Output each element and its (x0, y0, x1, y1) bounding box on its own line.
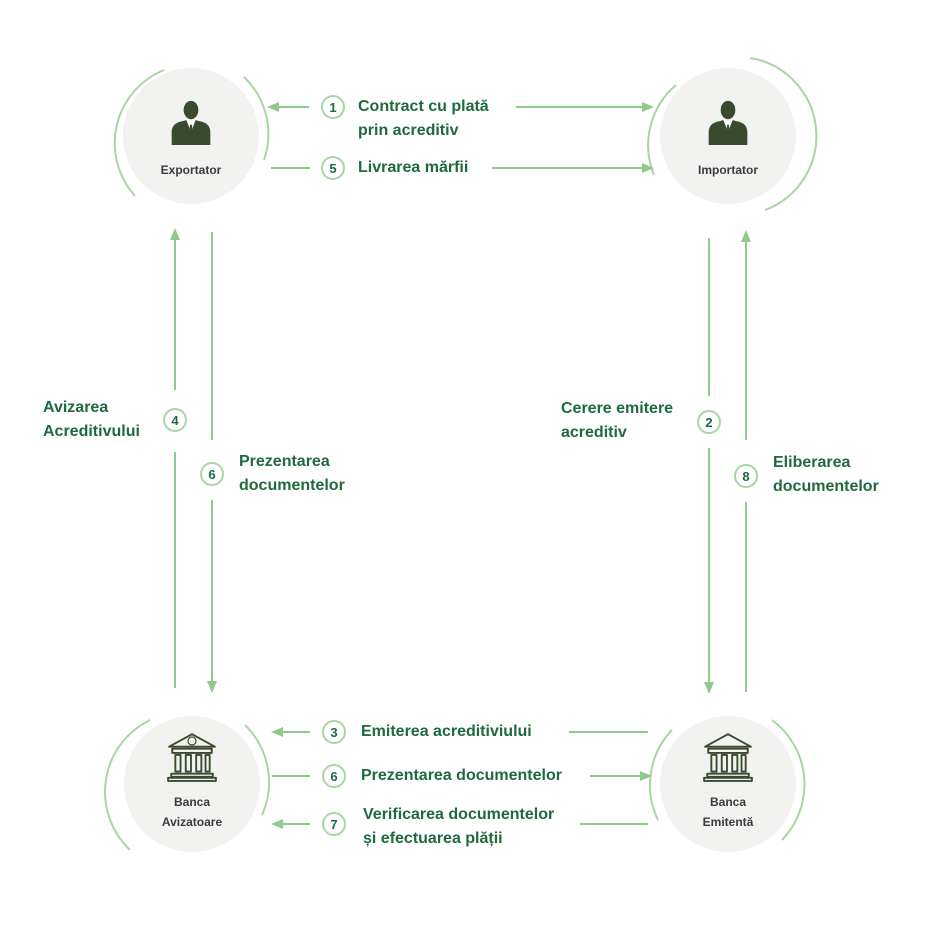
exporter-label: Exportator (160, 163, 222, 177)
importer-outer-arc-right (749, 57, 818, 211)
step-number: 7 (330, 817, 337, 832)
advising-bank-label-line-1: Banca (173, 795, 211, 809)
advising-bank-node (104, 716, 271, 852)
advising-bank-circle (124, 716, 260, 852)
step-number: 4 (171, 413, 179, 428)
step-badge-3: 3 (322, 720, 346, 744)
step-7-label-line-2: și efectuarea plății (363, 830, 503, 847)
step-1-label-line-1: Contract cu plată (358, 98, 489, 115)
step-5-label: Livrarea mărfii (358, 159, 469, 176)
step-number: 2 (705, 415, 712, 430)
step-number: 5 (329, 161, 336, 176)
step-4-label-line-2: Acreditivului (43, 423, 140, 440)
advising-bank-label: Banca Avizatoare (142, 792, 242, 832)
step-4-label-line-1: Avizarea (43, 399, 109, 416)
advising-bank-label-line-2: Avizatoare (161, 815, 223, 829)
importer-node (647, 57, 818, 211)
step-6-left-label-line-1: Prezentarea (239, 453, 330, 470)
issuing-bank-label: Banca Emitentă (678, 792, 778, 832)
step-2-label-line-2: acreditiv (561, 424, 627, 441)
step-badge-6-left: 6 (200, 462, 224, 486)
step-badge-7: 7 (322, 812, 346, 836)
bank-logo-icon (187, 736, 197, 746)
issuing-bank-label-line-2: Emitentă (702, 815, 754, 829)
exporter-outer-arc-right (243, 76, 270, 161)
step-badge-2: 2 (697, 410, 721, 434)
step-badge-1: 1 (321, 95, 345, 119)
step-1-label: Contract cu plată prin acreditiv (358, 95, 489, 143)
step-number: 8 (742, 469, 749, 484)
step-6-left-label-line-2: documentelor (239, 477, 345, 494)
exporter-node (113, 68, 270, 204)
step-8-label-line-2: documentelor (773, 478, 879, 495)
importer-label: Importator (698, 163, 758, 177)
issuing-bank-label-line-1: Banca (709, 795, 747, 809)
step-4-label: Avizarea Acreditivului (43, 396, 140, 444)
exporter-outer-arc-left (113, 69, 165, 197)
advising-bank-outer-arc-right (244, 724, 271, 816)
step-badge-8: 8 (734, 464, 758, 488)
issuing-bank-circle (660, 716, 796, 852)
step-1-label-line-2: prin acreditiv (358, 122, 459, 139)
step-number: 6 (208, 467, 215, 482)
step-7-label: Verificarea documentelor și efectuarea p… (363, 803, 554, 851)
step-badge-4: 4 (163, 408, 187, 432)
advising-bank-outer-arc-left (104, 719, 151, 851)
step-7-label-line-1: Verificarea documentelor (363, 806, 555, 823)
step-8-label-line-1: Eliberarea (773, 454, 851, 471)
step-6-bottom-label: Prezentarea documentelor (361, 767, 562, 784)
step-number: 3 (330, 725, 337, 740)
step-number: 6 (330, 769, 337, 784)
step-6-left-label: Prezentarea documentelor (239, 450, 345, 498)
step-badge-5: 5 (321, 156, 345, 180)
step-badge-6-bottom: 6 (322, 764, 346, 788)
step-number: 1 (329, 100, 336, 115)
step-8-label: Eliberarea documentelor (773, 451, 879, 499)
step-2-label: Cerere emitere acreditiv (561, 397, 673, 445)
step-3-label: Emiterea acreditiviului (361, 723, 532, 740)
step-2-label-line-1: Cerere emitere (561, 400, 674, 417)
issuing-bank-outer-arc-right (771, 719, 806, 841)
